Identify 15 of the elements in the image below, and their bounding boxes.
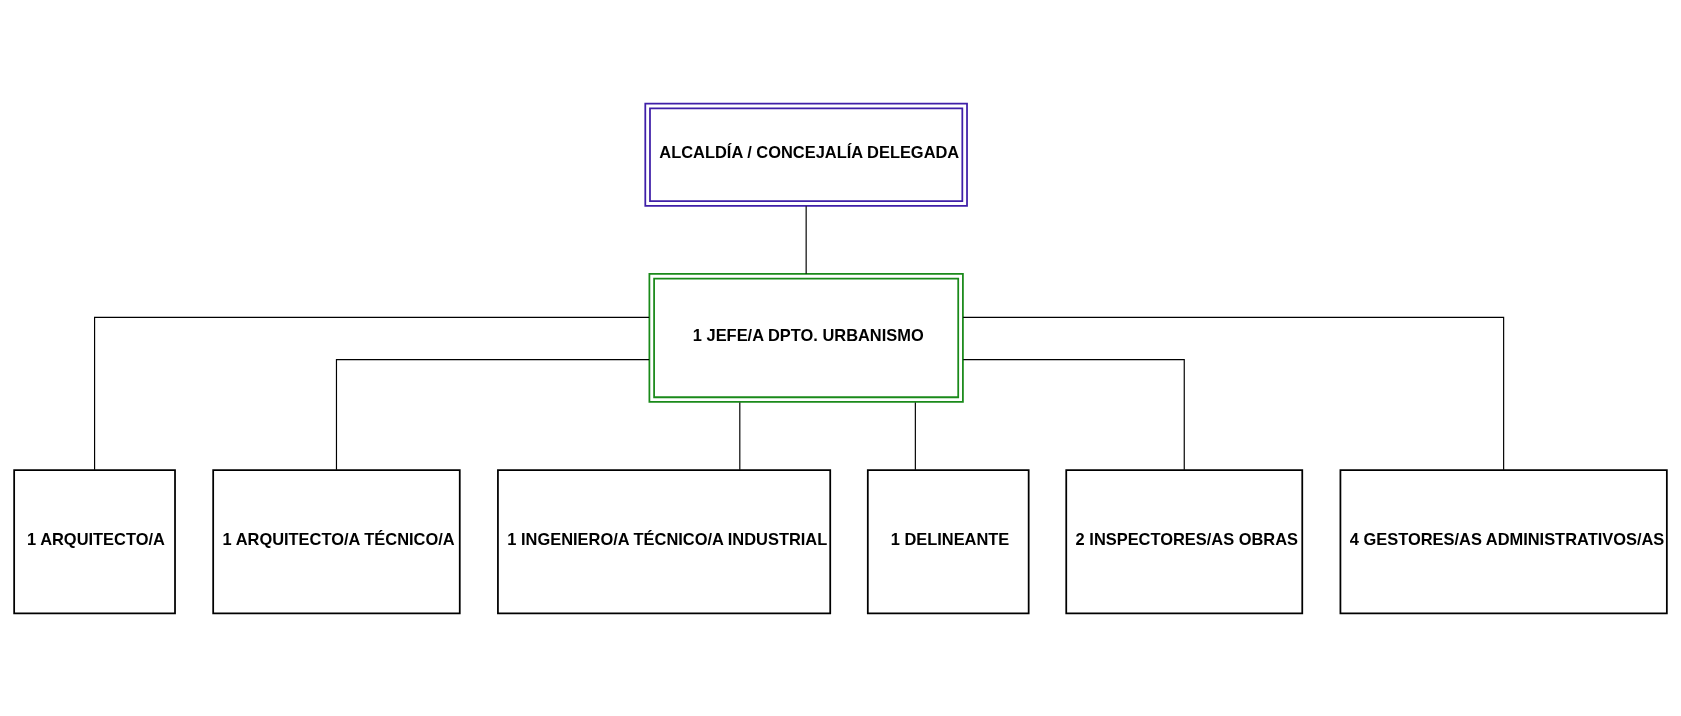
connector <box>914 401 916 470</box>
node-box: 1 DELINEANTE <box>866 468 1030 614</box>
node-box: 1 ARQUITECTO/A TÉCNICO/A <box>212 468 461 614</box>
connector <box>805 205 807 274</box>
connector <box>94 316 650 470</box>
node-box: 4 GESTORES/AS ADMINISTRATIVOS/AS <box>1339 468 1668 614</box>
connector <box>962 316 1505 470</box>
connector <box>962 358 1185 470</box>
connector <box>739 401 741 470</box>
node-box: 1 JEFE/A DPTO. URBANISMO <box>648 272 964 403</box>
node-box: 2 INSPECTORES/AS OBRAS <box>1065 468 1304 614</box>
node-box: 1 ARQUITECTO/A <box>13 468 176 614</box>
node-box: 1 INGENIERO/A TÉCNICO/A INDUSTRIAL <box>497 468 832 614</box>
node-box: ALCALDÍA / CONCEJALÍA DELEGADA <box>644 102 968 207</box>
connector <box>335 358 650 470</box>
